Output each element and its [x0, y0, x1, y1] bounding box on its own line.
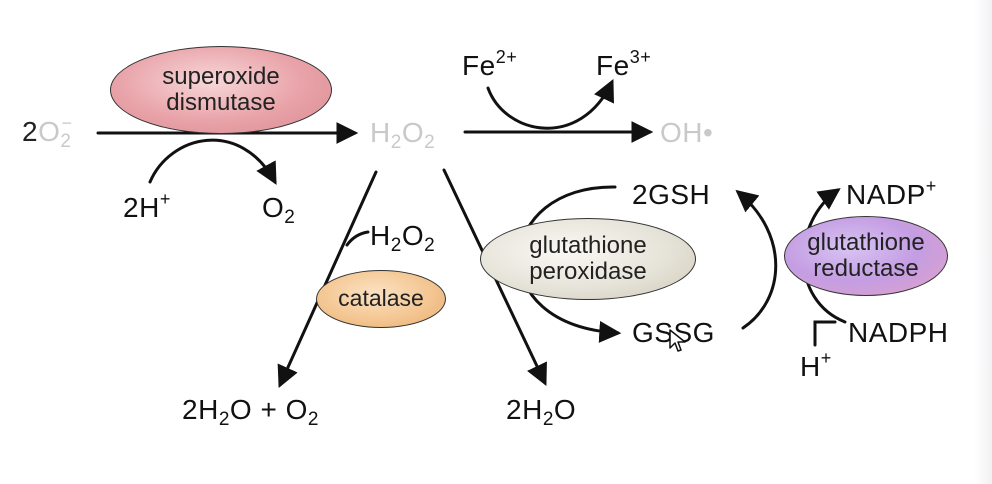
superoxide-dismutase-line2: dismutase: [166, 89, 276, 116]
ferrous-label: Fe2+: [462, 47, 518, 81]
oxygen-label: O2: [262, 192, 296, 228]
ferric-label: Fe3+: [596, 47, 652, 81]
h2o2-label: H2O2: [370, 117, 436, 153]
arrow-catalase: [277, 170, 378, 389]
hook-reductase-proton: [813, 320, 837, 347]
reductase-proton-label: H+: [800, 348, 832, 382]
window-edge: [974, 0, 992, 484]
hook-catalase-substrate: [345, 230, 370, 247]
arrow-proton-to-oxygen: [148, 138, 277, 185]
hydroxyl-radical-label: OH•: [660, 117, 714, 148]
superoxide-dismutase-ellipse: superoxide dismutase: [110, 46, 332, 134]
catalase-substrate-label: H2O2: [370, 220, 436, 256]
glutathione-peroxidase-ellipse: glutathione peroxidase: [480, 218, 696, 300]
catalase-product-label: 2H2O + O2: [182, 394, 319, 430]
mouse-cursor-icon: [669, 329, 686, 352]
nadp-label: NADP+: [846, 176, 937, 210]
superoxide-dismutase-line1: superoxide: [162, 62, 280, 90]
glutathione-peroxidase-line1: glutathione: [529, 231, 647, 259]
gsh-label: 2GSH: [632, 179, 711, 210]
superoxide-label: 2O2−: [22, 113, 73, 152]
arrow-gssg-to-gsh: [735, 189, 778, 330]
glutathione-reductase-ellipse: glutathione reductase: [784, 216, 948, 296]
catalase-label: catalase: [338, 285, 424, 312]
nadph-label: NADPH: [848, 317, 949, 348]
glutathione-peroxidase-line2: peroxidase: [529, 258, 647, 285]
arrow-ferrous-to-ferric: [486, 79, 614, 130]
water-product-label: 2H2O: [506, 394, 577, 430]
glutathione-reductase-line2: reductase: [813, 255, 919, 282]
catalase-ellipse: catalase: [316, 270, 446, 328]
glutathione-reductase-line1: glutathione: [807, 228, 925, 256]
proton-label: 2H+: [123, 189, 171, 223]
